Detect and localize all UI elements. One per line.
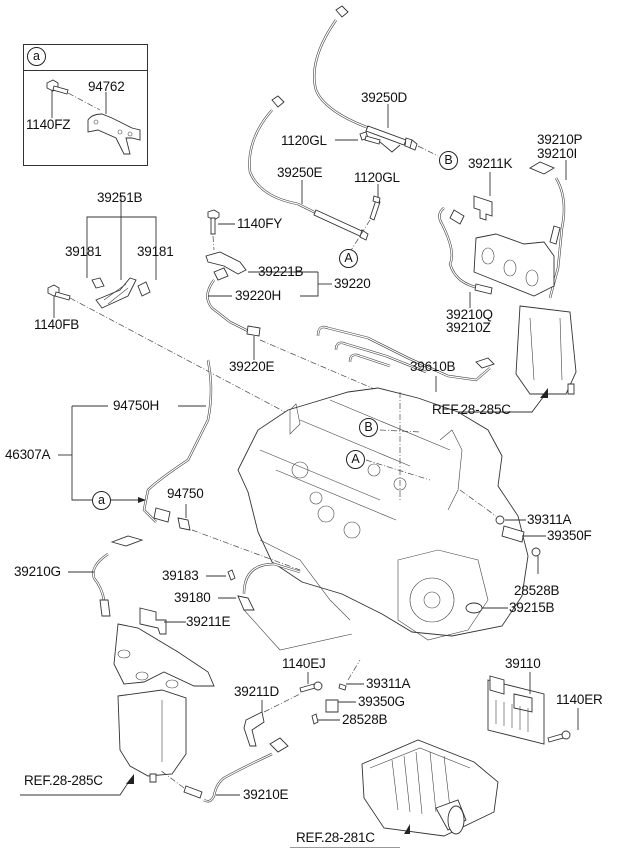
bracket-39221B bbox=[205, 251, 247, 275]
bolt-1140EJ bbox=[299, 681, 323, 693]
sensor-39210E bbox=[183, 737, 289, 803]
label-94762[interactable]: 94762 bbox=[88, 79, 125, 94]
label-ref-28-281C[interactable]: REF.28-281C bbox=[296, 830, 375, 845]
label-39250D[interactable]: 39250D bbox=[361, 90, 408, 105]
label-94750[interactable]: 94750 bbox=[167, 486, 204, 501]
label-ref-28-285C-top[interactable]: REF.28-285C bbox=[432, 402, 511, 417]
label-1120GL-a[interactable]: 1120GL bbox=[281, 133, 327, 148]
label-39251B[interactable]: 39251B bbox=[97, 190, 143, 205]
sensor-39210G bbox=[92, 535, 144, 617]
label-39350G[interactable]: 39350G bbox=[358, 694, 405, 709]
bolt-1140ER bbox=[547, 730, 571, 743]
label-39215B[interactable]: 39215B bbox=[509, 600, 555, 615]
label-39610B[interactable]: 39610B bbox=[410, 359, 456, 374]
bolt-39183 bbox=[227, 569, 236, 581]
label-39220E[interactable]: 39220E bbox=[229, 359, 275, 374]
inset-box-a bbox=[23, 44, 148, 166]
bolt-28528B-a bbox=[531, 547, 541, 557]
bracket-39251B bbox=[95, 277, 137, 309]
label-39210I[interactable]: 39210I bbox=[537, 146, 578, 161]
label-39183[interactable]: 39183 bbox=[162, 568, 199, 583]
bracket-39211E bbox=[139, 607, 167, 635]
label-94750H[interactable]: 94750H bbox=[113, 398, 160, 413]
marker-a-inset: a bbox=[27, 47, 46, 66]
air-cleaner-assembly bbox=[361, 739, 499, 837]
label-28528B-b[interactable]: 28528B bbox=[342, 712, 388, 727]
label-1140EJ[interactable]: 1140EJ bbox=[282, 656, 326, 671]
label-1140FZ[interactable]: 1140FZ bbox=[26, 117, 71, 132]
harness-94750H bbox=[142, 359, 213, 523]
label-39110[interactable]: 39110 bbox=[505, 656, 541, 671]
label-39211K[interactable]: 39211K bbox=[468, 156, 513, 171]
bracket-39211D bbox=[243, 711, 265, 747]
oring-39311A-a bbox=[495, 515, 505, 525]
ecm-39110 bbox=[487, 675, 545, 745]
knock-sensor-39181-b bbox=[137, 281, 151, 297]
sensor-39350G bbox=[325, 699, 339, 713]
sensor-39210Q bbox=[438, 207, 493, 295]
marker-B-engine: B bbox=[359, 418, 378, 437]
label-39311A-b[interactable]: 39311A bbox=[366, 676, 411, 691]
bolt-1140FY bbox=[207, 209, 220, 235]
bolt-1140FZ bbox=[46, 79, 69, 95]
sensor-39350F bbox=[501, 525, 525, 543]
label-39210P[interactable]: 39210P bbox=[537, 132, 583, 147]
label-39181-b[interactable]: 39181 bbox=[137, 244, 174, 259]
marker-A-sensor: A bbox=[339, 249, 358, 268]
label-39211D[interactable]: 39211D bbox=[234, 684, 280, 699]
label-1140FY[interactable]: 1140FY bbox=[237, 216, 283, 231]
label-39210E[interactable]: 39210E bbox=[243, 787, 289, 802]
label-46307A[interactable]: 46307A bbox=[5, 447, 51, 462]
label-39250E[interactable]: 39250E bbox=[277, 165, 323, 180]
catalytic-converter-left bbox=[117, 689, 187, 783]
label-ref-28-285C-bottom[interactable]: REF.28-285C bbox=[24, 773, 103, 788]
label-39210G[interactable]: 39210G bbox=[14, 564, 61, 579]
grommet-94750 bbox=[177, 517, 191, 531]
sensor-39210P bbox=[529, 161, 566, 299]
exhaust-manifold-right bbox=[473, 233, 555, 297]
label-39350F[interactable]: 39350F bbox=[547, 528, 592, 543]
bolt-28528B-b bbox=[311, 713, 319, 725]
bolt-1120GL-b bbox=[369, 195, 381, 221]
label-1140ER[interactable]: 1140ER bbox=[556, 692, 603, 707]
label-39210Q[interactable]: 39210Q bbox=[446, 307, 493, 322]
label-39181-a[interactable]: 39181 bbox=[65, 244, 102, 259]
label-39211E[interactable]: 39211E bbox=[186, 614, 231, 629]
label-39220H[interactable]: 39220H bbox=[235, 288, 282, 303]
sensor-39220H bbox=[206, 267, 261, 337]
harness-39610B bbox=[316, 325, 495, 382]
crank-sensor-39180 bbox=[237, 562, 301, 611]
label-1140FB[interactable]: 1140FB bbox=[34, 317, 80, 332]
label-1120GL-b[interactable]: 1120GL bbox=[354, 170, 400, 185]
knock-sensor-39181-a bbox=[91, 277, 105, 289]
catalytic-converter-right bbox=[515, 305, 577, 395]
engine-assembly bbox=[237, 387, 529, 641]
plug-39215B bbox=[465, 602, 483, 614]
oring-39311A-b bbox=[338, 683, 347, 691]
marker-A-engine: A bbox=[346, 450, 365, 469]
label-39311A-a[interactable]: 39311A bbox=[527, 512, 572, 527]
bolt-1120GL-a bbox=[359, 131, 381, 145]
bolt-1140FB bbox=[47, 284, 71, 301]
bracket-94762 bbox=[87, 113, 141, 155]
marker-a-harness: a bbox=[92, 491, 111, 510]
bracket-39211K bbox=[473, 195, 493, 221]
inset-header bbox=[24, 45, 147, 71]
label-39221B[interactable]: 39221B bbox=[258, 264, 304, 279]
label-28528B-a[interactable]: 28528B bbox=[514, 583, 560, 598]
marker-B-sensor: B bbox=[439, 151, 458, 170]
label-39220[interactable]: 39220 bbox=[334, 276, 371, 291]
label-39180[interactable]: 39180 bbox=[174, 590, 211, 605]
sensor-39250D bbox=[313, 5, 418, 151]
label-39210Z[interactable]: 39210Z bbox=[446, 320, 491, 335]
exhaust-manifold-left bbox=[113, 623, 215, 689]
